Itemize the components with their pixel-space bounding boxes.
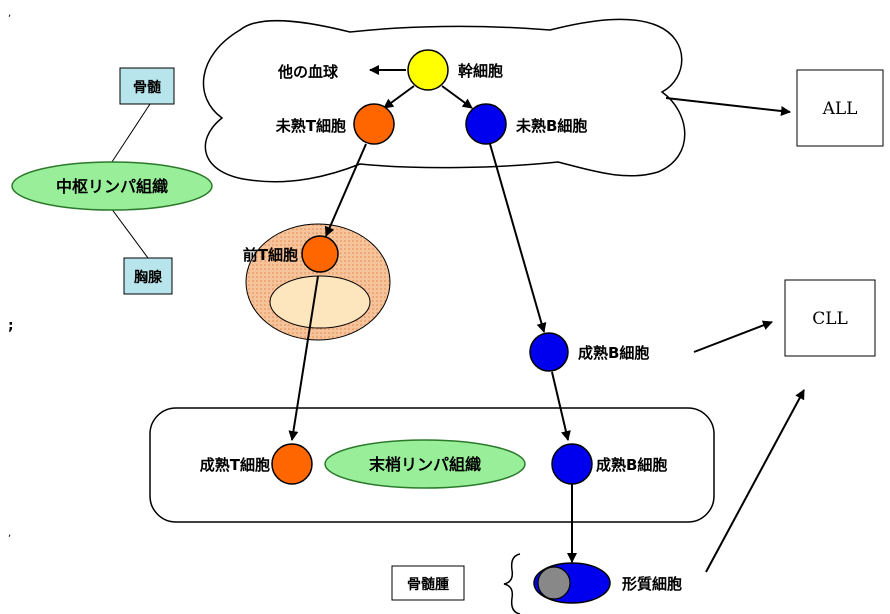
plasma-cell-label: 形質細胞 [622,575,682,593]
bone-marrow-box [119,67,175,105]
bone-marrow-label: 骨髄 [133,79,162,96]
cll-box [784,279,876,357]
mature-b-label-1: 成熟B細胞 [578,344,649,362]
arrow-to-cll [693,320,773,353]
pre-t-cell [301,235,339,273]
peripheral-lymphoid-ellipse [324,439,526,489]
arrow-immature-b-to-mature-b [489,143,547,333]
central-lymphoid-ellipse [11,161,213,211]
immature-t-cell [353,103,395,145]
arrow-stem-to-immature-t [383,85,415,109]
myeloma-label: 骨髄腫 [407,576,449,593]
arrow-immature-t-to-pre-t [325,143,367,237]
thymus-medulla [269,275,371,329]
immature-b-label: 未熟B細胞 [515,117,587,135]
arrow-mature-b-to-mature-b2 [551,371,571,441]
myeloma-box [391,565,465,601]
cll-label: CLL [812,309,848,329]
central-lymphoid-label: 中枢リンパ組織 [56,177,168,196]
mature-b-cell-2 [551,443,593,485]
arrow-plasma-to-cll [705,389,805,573]
connector-thymus [107,203,149,259]
mature-t-cell [271,443,313,485]
arrow-pre-t-to-mature-t [288,275,319,441]
stray-mark-3: , [8,528,11,539]
peripheral-lymphoid-label: 末梢リンパ組織 [369,455,481,474]
arrow-stem-to-immature-b [441,85,473,109]
myeloma-bracket [503,553,521,614]
arrow-to-all [665,97,791,116]
stray-mark-1: , [8,8,11,19]
plasma-cell-nucleus [537,566,571,600]
connector-bonemarrow [107,103,151,169]
stem-cell [407,49,449,91]
mature-b-label-2: 成熟B細胞 [596,456,667,474]
thymus-label: 胸腺 [134,269,163,286]
all-label: ALL [822,99,858,119]
stem-cell-label: 幹細胞 [458,62,503,80]
mature-t-label: 成熟T細胞 [200,456,270,474]
all-box [796,69,884,147]
pre-t-label: 前T細胞 [243,246,298,264]
immature-t-label: 未熟T細胞 [275,117,346,135]
thymus-box [123,257,173,295]
mature-b-cell-1 [529,332,569,372]
stray-mark-2: ; [8,318,14,334]
other-blood-cells-label: 他の血球 [277,63,339,81]
immature-b-cell [465,103,507,145]
bone-marrow-outline [202,18,686,183]
